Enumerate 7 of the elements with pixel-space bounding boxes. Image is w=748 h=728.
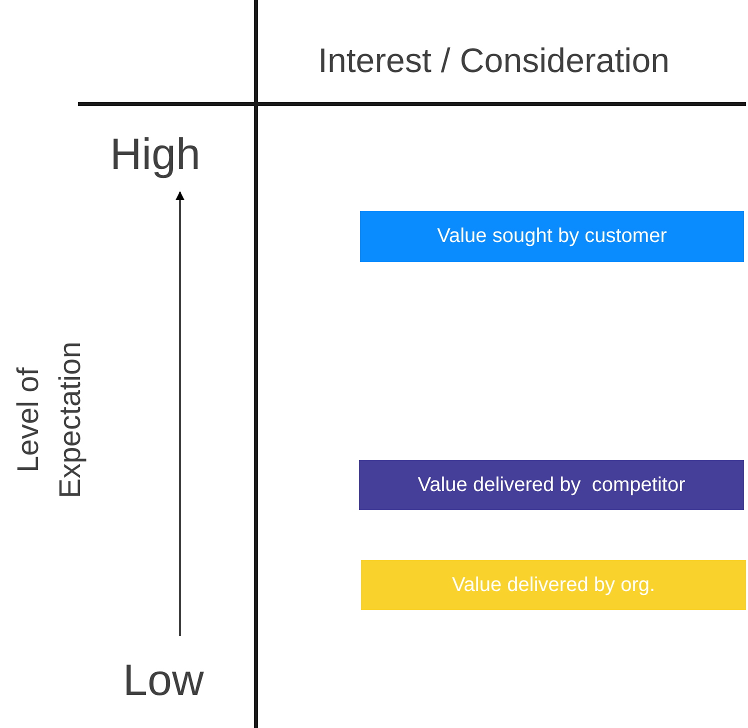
axis-title: Level of Expectation: [11, 340, 88, 500]
value-bar: Value delivered by competitor: [359, 460, 744, 510]
axis-label: High: [110, 133, 200, 177]
value-bar: Value delivered by org.: [361, 560, 746, 610]
value-bar: Value sought by customer: [360, 211, 744, 262]
axis-label: Low: [123, 659, 204, 703]
column-header: Interest / Consideration: [318, 44, 670, 78]
